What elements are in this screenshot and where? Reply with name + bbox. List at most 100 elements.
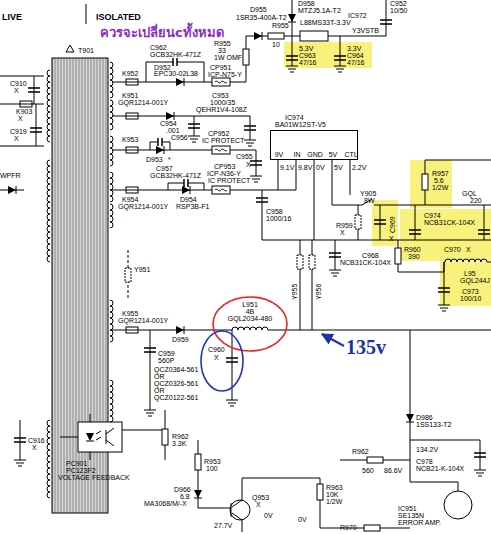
part-label: C956 (171, 134, 188, 141)
part-label: 5.3V (299, 45, 313, 52)
part-label: GQL (462, 190, 477, 197)
part-label: 1000/35 (210, 99, 235, 106)
part-label: CP953 (214, 163, 235, 170)
coil-winding (110, 380, 113, 422)
part-label: D986 (416, 414, 433, 421)
diode-symbol (176, 326, 184, 334)
ic-box: IC974BA01W12ST-V59VINGND5VCTL (270, 130, 358, 160)
part-label: C962 (150, 44, 167, 51)
part-label: IC PROTECT (208, 177, 250, 184)
part-label: Y3VSTB (352, 27, 379, 34)
part-label: QCZ0326-561 (154, 380, 198, 387)
part-label: GQL244J (460, 277, 490, 284)
coil-winding (110, 300, 113, 342)
part-label: IC974 (285, 114, 304, 121)
capacitor-symbol (226, 358, 238, 362)
part-label: CP951 (210, 64, 231, 71)
part-label: R957 (432, 170, 449, 177)
part-label: 5.6 (434, 177, 444, 184)
pin-name: IN (294, 151, 301, 158)
coil-winding (110, 136, 113, 166)
part-label: X (246, 161, 251, 168)
part-label: OR (154, 387, 165, 394)
part-label: GQL2034-480 (228, 315, 272, 322)
capacitor-symbol (474, 453, 486, 457)
part-label: C973 (462, 288, 479, 295)
note-text: ควรจะเปลี่ยนcทั้งหมด (100, 26, 224, 39)
part-label: X (256, 501, 261, 508)
part-label: C959 (158, 350, 175, 357)
part-label: * (168, 156, 171, 163)
highlight-area (284, 42, 491, 306)
part-label: X (466, 246, 471, 253)
part-label: 1W OMF (214, 54, 242, 61)
part-label: 9.8V (298, 164, 312, 171)
capacitor-symbol (478, 230, 490, 234)
capacitor-symbol (188, 124, 200, 128)
zener-symbol (194, 490, 202, 498)
part-label: R955 (272, 22, 289, 29)
ground-symbol (14, 460, 26, 466)
diode-symbol (182, 186, 190, 194)
capacitor-symbol (286, 56, 298, 60)
part-label: D955 (250, 6, 267, 13)
part-label: QCZ0364-561 (154, 366, 198, 373)
capacitor-symbol (184, 179, 188, 187)
part-label: R970 (340, 524, 357, 531)
part-label: QEHR1V4-108Z (196, 106, 247, 113)
pin-name: CTL (344, 151, 357, 158)
part-label: 100 (206, 465, 218, 472)
part-label: NCB31CK-104X (340, 259, 391, 266)
phototransistor-symbol (96, 428, 114, 446)
ground-symbol (188, 136, 200, 142)
part-label: 1/2W (432, 184, 448, 191)
part-label: K954 (122, 196, 138, 203)
part-label: WPFR (0, 172, 21, 179)
isolation-line (86, 4, 87, 24)
ferrite-bead (126, 187, 138, 193)
part-label: GQR1214-001Y (118, 99, 168, 106)
part-label: 47/16 (347, 59, 365, 66)
part-label: 47/16 (299, 59, 317, 66)
part-label: 86.6V (384, 467, 402, 474)
part-label: GCB32HK-471Z (150, 51, 201, 58)
part-label: C910 (10, 80, 27, 87)
part-label: 10/50 (390, 7, 408, 14)
part-label: C974 (424, 212, 441, 219)
ground-symbol (286, 66, 298, 72)
coil-winding (110, 62, 113, 98)
part-label: L951 (242, 301, 258, 308)
part-label: 1000/16 (266, 215, 291, 222)
resistor-symbol (395, 248, 401, 264)
part-label: CP952 (208, 130, 229, 137)
part-label: NCB31CK-104X (424, 219, 475, 226)
part-label: X (18, 115, 23, 122)
part-label: Q953 (252, 494, 269, 501)
transistor-symbol (230, 500, 250, 520)
diode-symbol (254, 32, 262, 40)
resistor-symbol (367, 457, 383, 463)
capacitor-symbol (380, 20, 392, 24)
ellipse-outline (200, 330, 244, 392)
part-label: 560P (158, 357, 174, 364)
part-label: X (340, 229, 345, 236)
part-label: SE135N (398, 512, 424, 519)
part-label: D959 (172, 336, 189, 343)
part-label: MTZJ5.1A-T2 (298, 7, 341, 14)
part-label: C957 (156, 165, 173, 172)
part-label: 5V (334, 164, 343, 171)
coil-winding (110, 204, 113, 228)
part-label: QCZ0122-561 (154, 394, 198, 401)
coil-winding (232, 327, 268, 330)
part-label: X (389, 235, 394, 242)
part-label: VOLTAGE FEEDBACK (58, 474, 130, 481)
highlight-area (372, 200, 398, 246)
part-label: T901 (78, 47, 94, 54)
part-label: K955 (122, 310, 138, 317)
part-label: IC972 (348, 12, 367, 19)
part-label: C960 (208, 346, 225, 353)
part-label: Y955 (291, 284, 298, 300)
part-label: L88MS33T-3.3V (300, 19, 351, 26)
